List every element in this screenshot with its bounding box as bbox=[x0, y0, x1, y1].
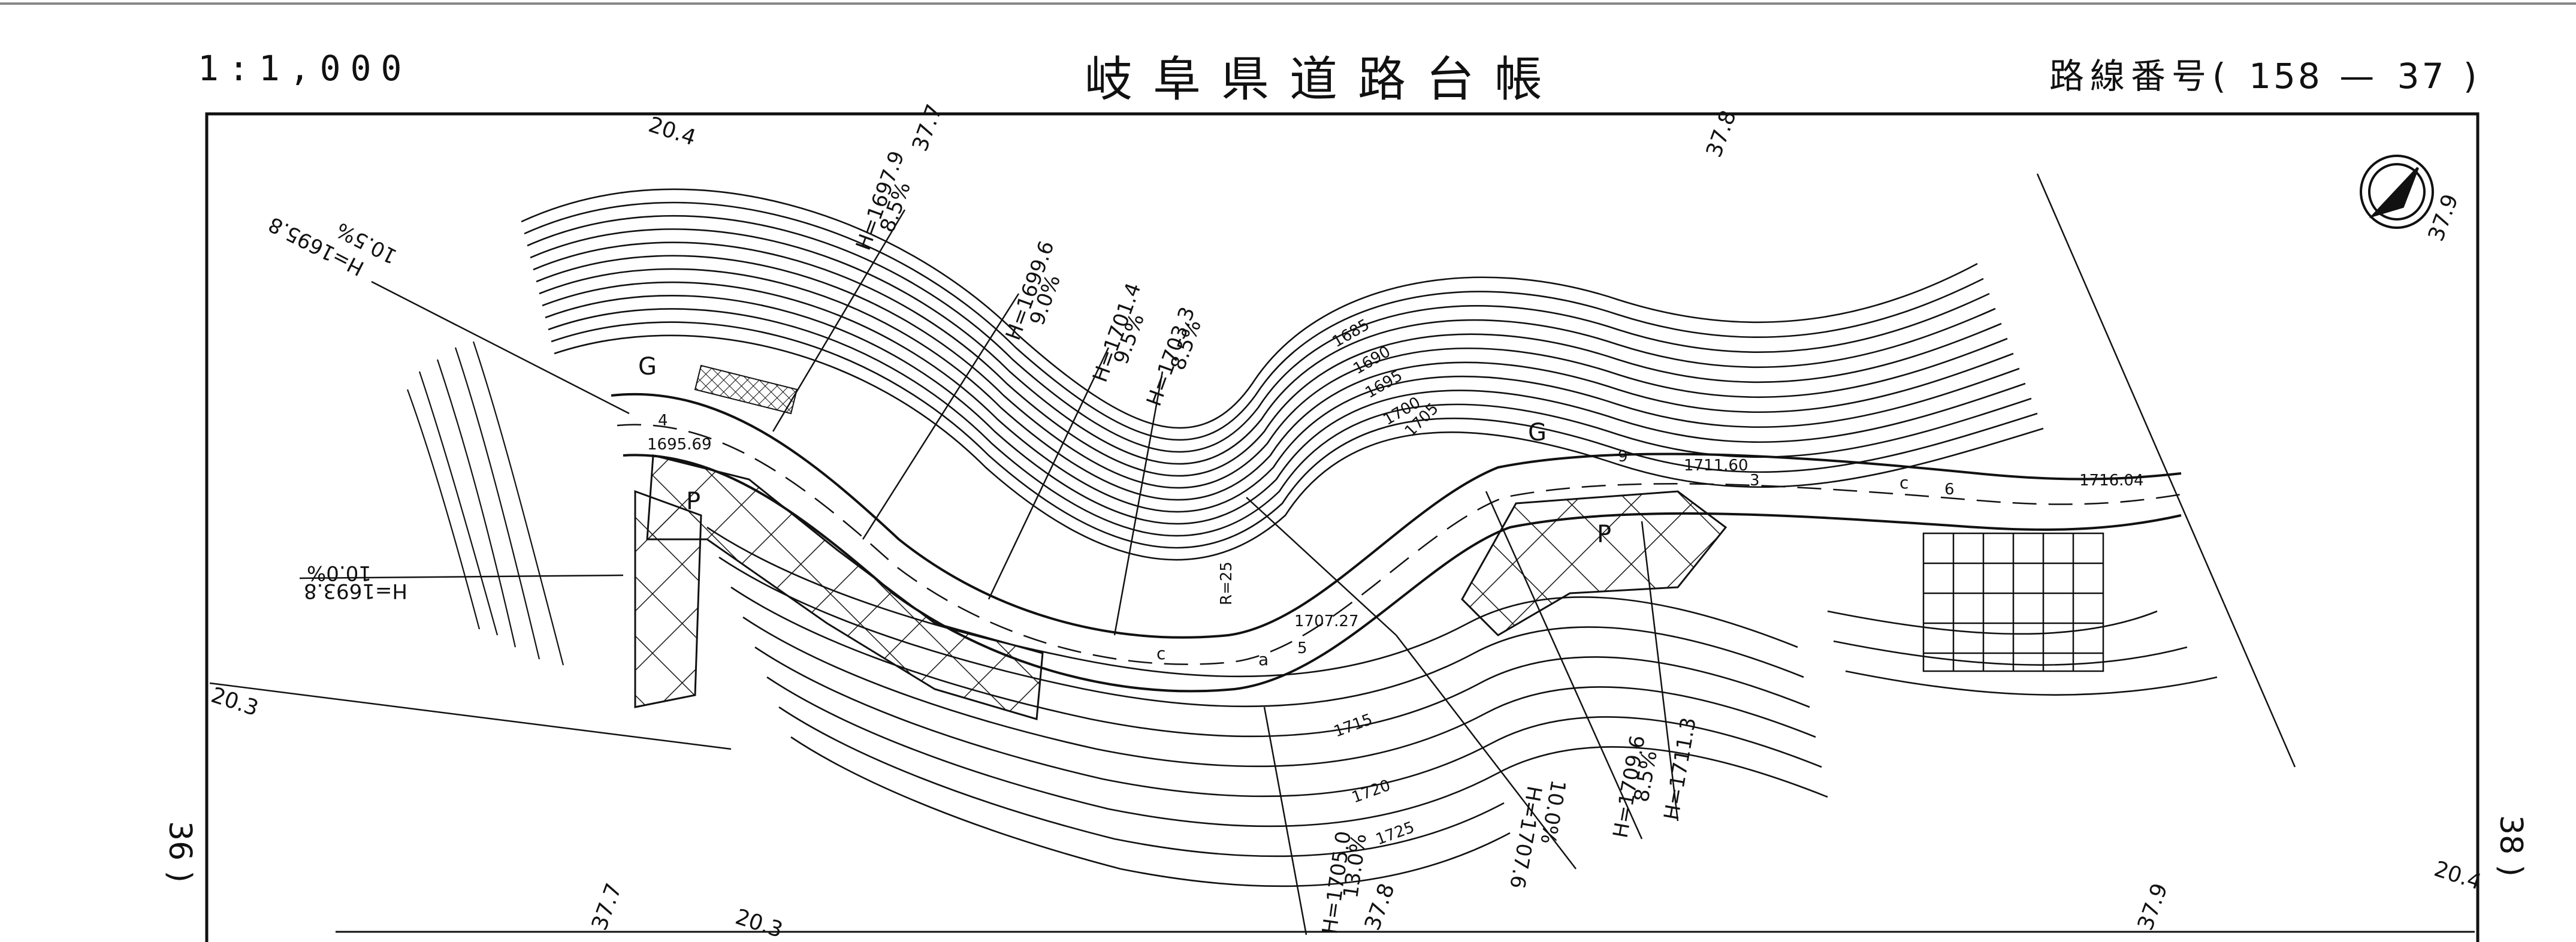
hatch-area-east bbox=[1461, 490, 1728, 636]
survey-h-10: H=1711.3 bbox=[1659, 715, 1701, 822]
ref-top-1: 20.4 bbox=[645, 113, 699, 151]
contour-lines bbox=[521, 188, 2044, 561]
route-prefix: 路線番号( bbox=[2049, 56, 2232, 96]
gravel-field-grid bbox=[1922, 532, 2104, 672]
mark-c-1: c bbox=[1156, 644, 1165, 663]
sheet-title: 岐阜県道路台帳 bbox=[1085, 52, 1563, 107]
ref-bottom-3: 37.8 bbox=[1360, 880, 1400, 934]
mark-4: 4 bbox=[658, 412, 668, 430]
survey-g-6: 10.0% bbox=[307, 561, 372, 585]
contour-1: 1685 bbox=[1330, 316, 1373, 351]
mark-c-2: c bbox=[1899, 473, 1908, 493]
right-margin-ref: 38 ) bbox=[2493, 815, 2529, 877]
radius-label: R=25 bbox=[1218, 561, 1236, 605]
survey-labels: H=1695.8 10.5% H=1697.9 8.5% H=1699.6 9.… bbox=[265, 148, 1701, 935]
route-dash: — bbox=[2339, 56, 2381, 96]
ref-bottom-1: 37.7 bbox=[587, 880, 627, 934]
ref-top-2: 37.7 bbox=[908, 101, 947, 155]
point-3: 1711.60 bbox=[1684, 457, 1748, 475]
north-arrow-icon bbox=[2360, 155, 2434, 229]
route-b: 37 bbox=[2397, 56, 2447, 96]
hatch-area-west bbox=[646, 454, 1044, 720]
mark-9: 9 bbox=[1618, 448, 1628, 466]
mark-p-west: P bbox=[686, 488, 700, 515]
road-edge-south bbox=[623, 454, 2182, 693]
hatch-area-left bbox=[634, 490, 702, 708]
contour-6: 1715 bbox=[1331, 711, 1375, 741]
mark-5: 5 bbox=[1297, 639, 1307, 657]
survey-h-6: H=1693.8 bbox=[304, 579, 407, 603]
contour-lines-south bbox=[706, 526, 2218, 887]
road bbox=[611, 393, 2182, 693]
mark-a: a bbox=[1258, 650, 1269, 669]
mark-g-east: G bbox=[1528, 419, 1547, 446]
map-frame bbox=[205, 112, 2480, 942]
map-scale: 1:1,000 bbox=[198, 48, 412, 89]
route-number: 路線番号( 158 — 37 ) bbox=[2049, 48, 2483, 98]
road-edge-north bbox=[611, 393, 2182, 639]
mark-3: 3 bbox=[1750, 472, 1760, 490]
route-suffix: ) bbox=[2463, 56, 2483, 96]
mark-p-east: P bbox=[1597, 521, 1611, 548]
point-1: 1695.69 bbox=[647, 436, 712, 454]
road-centerline bbox=[617, 424, 2182, 665]
contour-8: 1725 bbox=[1373, 819, 1417, 849]
left-margin-ref: 36 ) bbox=[162, 821, 198, 883]
ref-bottom-4: 37.9 bbox=[2133, 880, 2173, 934]
hatch-strip-north bbox=[694, 364, 798, 415]
survey-section-lines bbox=[209, 173, 2296, 935]
point-2: 1707.27 bbox=[1294, 612, 1359, 630]
mark-g-west: G bbox=[638, 353, 657, 381]
mark-6: 6 bbox=[1944, 481, 1955, 499]
ref-right: 37.9 bbox=[2424, 191, 2463, 244]
route-a: 158 bbox=[2249, 56, 2323, 96]
ref-bottom-2: 20.3 bbox=[732, 905, 786, 942]
west-slope-lines bbox=[406, 341, 564, 666]
feature-marks: G P G P c c a 5 6 4 9 3 bbox=[638, 353, 1955, 669]
contour-7: 1720 bbox=[1349, 777, 1393, 807]
point-4: 1716.04 bbox=[2079, 472, 2144, 490]
